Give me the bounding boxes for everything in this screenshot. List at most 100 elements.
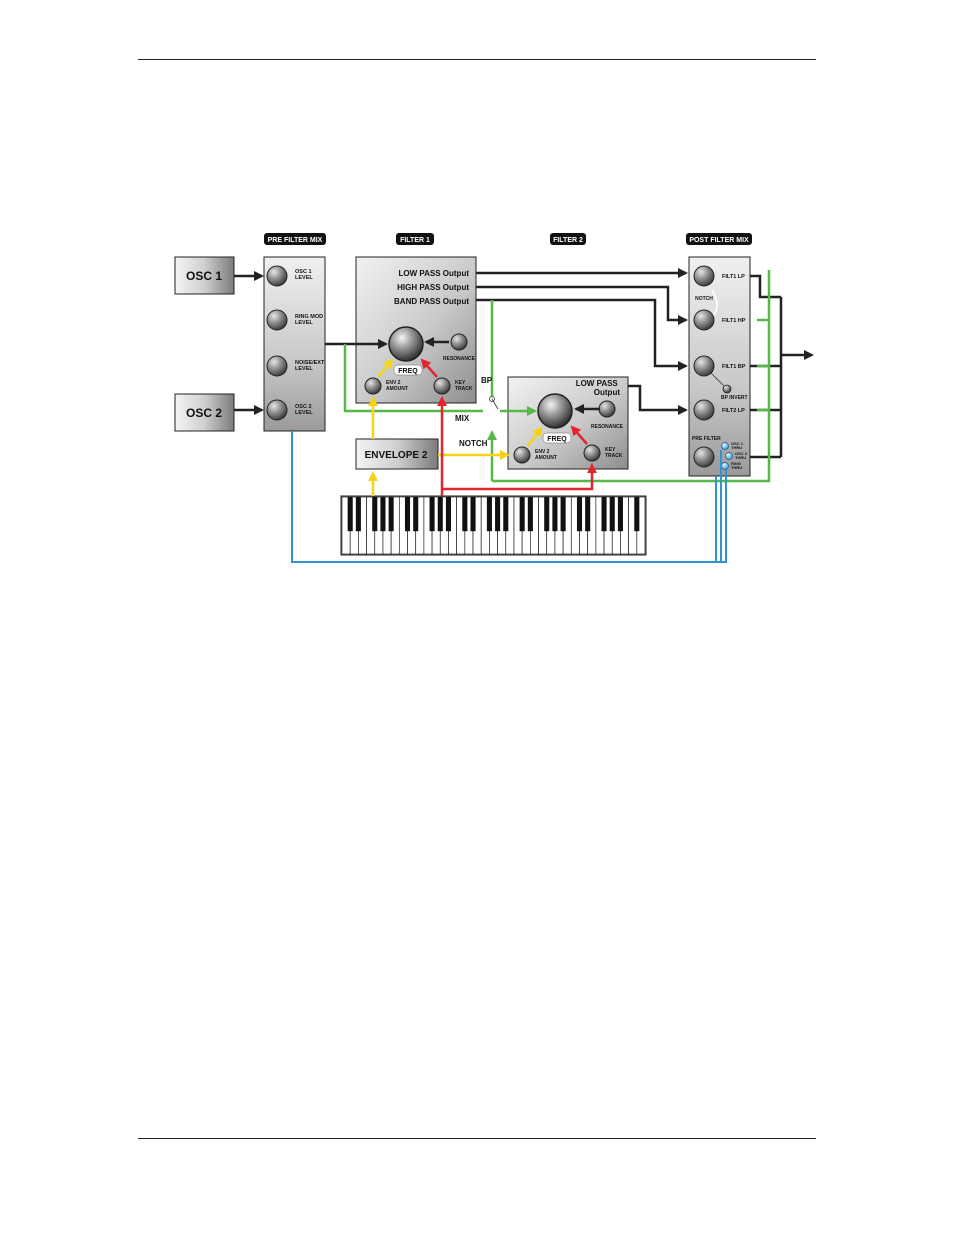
bp-invert-label: BP INVERT <box>721 395 748 401</box>
filter1-band-pass-output-label: BAND PASS Output <box>394 297 469 306</box>
osc2-thru-label: OSC 2 THRU <box>735 451 748 460</box>
black-key[interactable] <box>462 497 468 532</box>
bp-invert-switch[interactable] <box>722 384 732 394</box>
filter1-resonance-knob[interactable] <box>450 333 468 351</box>
black-key[interactable] <box>576 497 583 532</box>
filter1-freq-label: FREQ <box>398 368 418 375</box>
notch-route-label: NOTCH <box>459 439 488 448</box>
filt1-hp-label: FILT1 HP <box>722 318 746 324</box>
filter1-low-pass-output-label: LOW PASS Output <box>398 269 469 278</box>
filt1-hp-knob[interactable] <box>693 309 715 331</box>
header-rule <box>138 59 816 60</box>
filter2-freq-knob[interactable] <box>537 393 573 429</box>
filter2-label: FILTER 2 <box>553 237 583 244</box>
filter2-resonance-knob[interactable] <box>598 400 616 418</box>
filt1-bp-knob[interactable] <box>693 355 715 377</box>
series-route-wire <box>343 344 483 413</box>
keytrack2-to-freq2-wire <box>570 425 588 445</box>
filter2-env2-amount-label: ENV 2 AMOUNT <box>535 449 557 461</box>
black-key[interactable] <box>413 497 419 532</box>
filter1-freq-knob[interactable] <box>388 326 424 362</box>
osc2-label: OSC 2 <box>186 406 222 420</box>
filter-routing-wires <box>343 270 771 483</box>
black-key[interactable] <box>470 497 476 532</box>
black-key[interactable] <box>404 497 411 532</box>
envelope-wires <box>368 358 543 496</box>
black-key[interactable] <box>634 497 640 532</box>
ring-thru-label: RING THRU <box>731 461 742 470</box>
filt1-lp-label: FILT1 LP <box>722 274 745 280</box>
ring-mod-level-label: RING MOD LEVEL <box>295 314 325 326</box>
osc1-level-knob[interactable] <box>266 265 288 287</box>
black-key[interactable] <box>519 497 525 532</box>
black-key[interactable] <box>347 497 353 532</box>
f2-lp-output-wire <box>628 384 688 415</box>
env-amount2-to-freq2-wire <box>526 426 543 447</box>
header-post-filter-mix: POST FILTER MIX <box>686 233 752 245</box>
osc-thru-bypass-wire <box>291 431 727 563</box>
filter1-panel: LOW PASS Output HIGH PASS Output BAND PA… <box>355 256 477 404</box>
noise-ext-level-label: NOISE/EXT LEVEL <box>295 360 326 372</box>
header-filter2: FILTER 2 <box>550 233 586 245</box>
env-amount1-to-freq1-wire <box>377 358 394 378</box>
black-key[interactable] <box>372 497 378 532</box>
header-pre-filter-mix: PRE FILTER MIX <box>264 233 326 245</box>
osc2-box: OSC 2 <box>174 393 235 432</box>
filter1-env2-amount-knob[interactable] <box>364 377 382 395</box>
filter2-key-track-knob[interactable] <box>583 444 601 462</box>
black-key[interactable] <box>617 497 623 532</box>
keyboard <box>340 495 647 556</box>
black-key[interactable] <box>445 497 451 532</box>
black-key[interactable] <box>388 497 394 532</box>
filt2-lp-label: FILT2 LP <box>722 408 745 414</box>
black-key[interactable] <box>380 497 386 532</box>
osc1-thru-switch[interactable] <box>721 442 729 450</box>
envelope2-label: ENVELOPE 2 <box>365 450 428 461</box>
black-key[interactable] <box>429 497 435 532</box>
filter2-panel: LOW PASS Output FREQ RESONANCE ENV 2 AMO… <box>507 376 629 470</box>
bypass-wires <box>291 431 727 563</box>
black-key[interactable] <box>544 497 550 532</box>
black-key[interactable] <box>503 497 509 532</box>
ring-mod-level-knob[interactable] <box>266 309 288 331</box>
black-key[interactable] <box>601 497 607 532</box>
f1-hp-output-wire <box>476 285 688 325</box>
osc1-label: OSC 1 <box>186 269 222 283</box>
key-track-wires <box>420 358 597 496</box>
filter1-key-track-knob[interactable] <box>433 377 451 395</box>
noise-ext-level-knob[interactable] <box>266 355 288 377</box>
black-key[interactable] <box>560 497 566 532</box>
filter2-env2-amount-knob[interactable] <box>513 446 531 464</box>
black-key[interactable] <box>495 497 501 532</box>
filter1-high-pass-output-label: HIGH PASS Output <box>397 283 469 292</box>
black-key[interactable] <box>486 497 492 532</box>
black-key[interactable] <box>355 497 361 532</box>
ring-thru-switch[interactable] <box>721 462 729 470</box>
filter1-key-track-label: KEY TRACK <box>455 380 473 392</box>
osc2-thru-switch[interactable] <box>725 452 733 460</box>
black-key[interactable] <box>609 497 615 532</box>
footer-rule <box>138 1138 816 1139</box>
osc2-level-knob[interactable] <box>266 399 288 421</box>
post-lp-sum-wire <box>750 274 781 299</box>
green-return-wire <box>492 270 771 483</box>
filt1-lp-knob[interactable] <box>693 265 715 287</box>
black-key[interactable] <box>437 497 443 532</box>
envelope2-box: ENVELOPE 2 <box>355 438 439 470</box>
post-filter-mix-panel: FILT1 LP NOTCH FILT1 HP FILT1 BP BP INVE… <box>688 256 751 477</box>
osc1-level-label: OSC 1 LEVEL <box>295 269 313 281</box>
black-key[interactable] <box>552 497 558 532</box>
osc1-box: OSC 1 <box>174 256 235 295</box>
black-key[interactable] <box>527 497 533 532</box>
filter2-key-track-label: KEY TRACK <box>605 447 623 459</box>
filter1-label: FILTER 1 <box>400 237 430 244</box>
filt2-lp-knob[interactable] <box>693 399 715 421</box>
pre-filter-knob[interactable] <box>693 446 715 468</box>
filter1-resonance-label: RESONANCE <box>443 356 476 362</box>
filter2-low-pass-output-label: LOW PASS Output <box>576 379 621 397</box>
black-key[interactable] <box>585 497 591 532</box>
filt1-bp-label: FILT1 BP <box>722 364 746 370</box>
keyboard-to-keytrack2-wire <box>442 463 597 491</box>
header-filter1: FILTER 1 <box>396 233 434 245</box>
